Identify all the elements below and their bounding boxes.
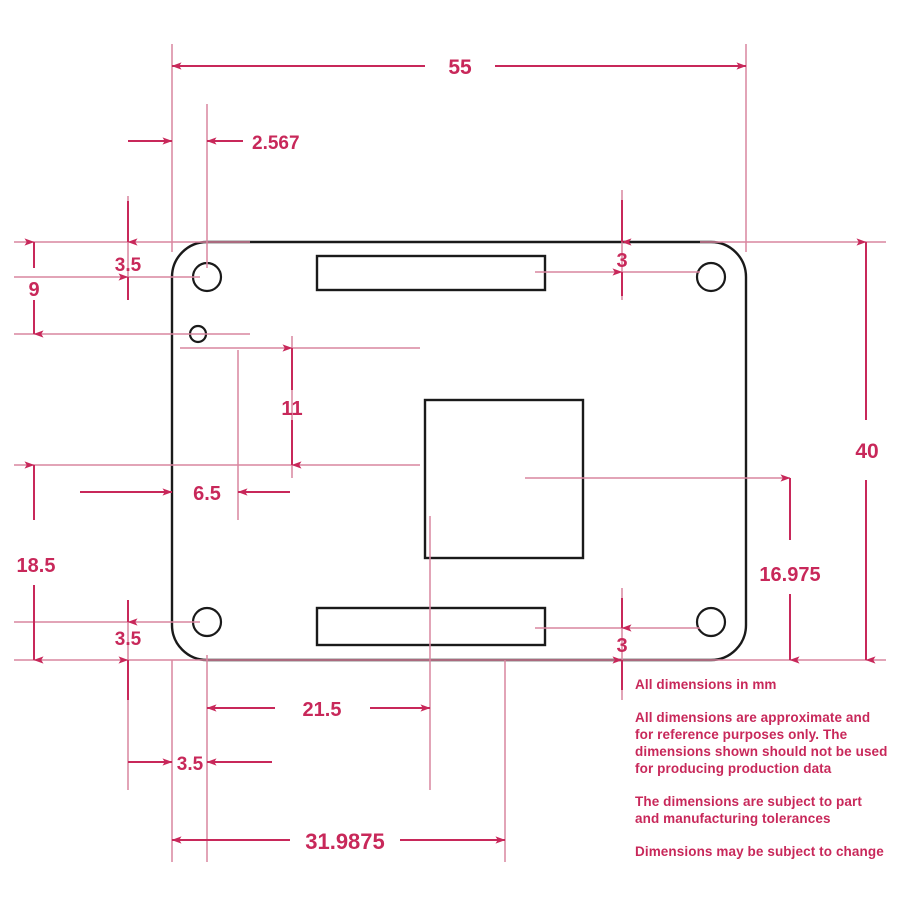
- dimension-label-3p5-bottom: 3.5: [115, 629, 142, 650]
- center-square-component: [423, 398, 585, 560]
- note-approximate: All dimensions are approximate and for r…: [635, 710, 892, 776]
- dimension-label-3p5-horiz: 3.5: [177, 754, 204, 775]
- mounting-hole-bottom-right: [695, 606, 727, 638]
- bottom-connector-rectangle: [315, 606, 547, 647]
- dimension-label-6p5: 6.5: [193, 483, 221, 505]
- note-subject-to-change: Dimensions may be subject to change: [635, 844, 884, 859]
- dimension-labels: 55 2.567 3.5 9 3 40 11 6.5 18.5 3.5 16.9…: [17, 56, 879, 854]
- dimension-label-18p5: 18.5: [17, 555, 56, 577]
- note-units: All dimensions in mm: [635, 677, 777, 692]
- dimension-label-2567: 2.567: [252, 133, 300, 154]
- mounting-hole-top-right: [695, 261, 727, 293]
- board-geometry: [170, 240, 748, 662]
- dimension-label-9: 9: [28, 279, 39, 301]
- top-connector-rectangle: [315, 254, 547, 292]
- dimension-label-31p9875: 31.9875: [305, 829, 385, 854]
- dimension-label-40: 40: [855, 440, 878, 463]
- dimension-lines: [24, 62, 876, 844]
- dimension-label-3p5-top: 3.5: [115, 255, 142, 276]
- note-tolerances: The dimensions are subject to part and m…: [635, 794, 866, 826]
- dimension-label-16p975: 16.975: [759, 564, 820, 586]
- board-outline: [170, 240, 748, 662]
- dimension-label-3-top: 3: [616, 250, 627, 272]
- dimension-label-55: 55: [448, 56, 472, 79]
- dimension-label-11: 11: [281, 398, 302, 420]
- dimension-label-3-bottom: 3: [616, 635, 627, 657]
- notes-block: All dimensions in mm All dimensions are …: [635, 676, 890, 860]
- dimension-label-21p5: 21.5: [303, 699, 342, 721]
